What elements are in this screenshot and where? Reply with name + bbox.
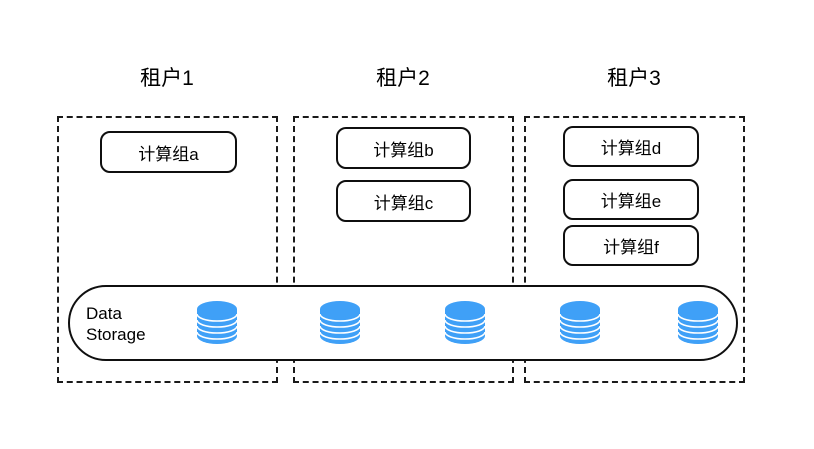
data-storage-label-line1: Data (86, 304, 122, 323)
compute-group-b[interactable]: 计算组b (336, 127, 471, 169)
data-storage-label-line2: Storage (86, 325, 146, 344)
database-cylinder-icon (443, 298, 487, 348)
database-cylinder-icon (676, 298, 720, 348)
data-storage-bar (68, 285, 738, 361)
data-storage-label: Data Storage (86, 303, 166, 345)
compute-group-e[interactable]: 计算组e (563, 179, 699, 220)
compute-group-a[interactable]: 计算组a (100, 131, 237, 173)
compute-group-d[interactable]: 计算组d (563, 126, 699, 167)
compute-group-c[interactable]: 计算组c (336, 180, 471, 222)
tenant-title-1: 租户1 (140, 67, 194, 90)
tenant-title-2: 租户2 (376, 67, 430, 90)
tenant-container-2 (293, 116, 514, 383)
database-cylinder-icon (195, 298, 239, 348)
tenant-container-3 (524, 116, 745, 383)
database-cylinder-icon (318, 298, 362, 348)
database-cylinder-icon (558, 298, 602, 348)
tenant-title-3: 租户3 (607, 67, 661, 90)
tenant-container-1 (57, 116, 278, 383)
compute-group-f[interactable]: 计算组f (563, 225, 699, 266)
